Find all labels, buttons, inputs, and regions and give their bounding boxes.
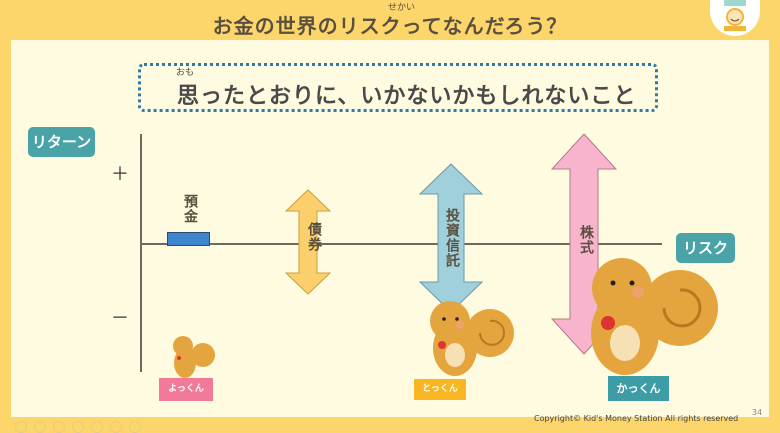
definition-text: 思ったとおりに、いかないかもしれないこと (177, 84, 637, 109)
deposit-label: 預金 (182, 194, 198, 224)
title-ruby: せかい (388, 3, 416, 13)
character-tag-kakkun: かっくん (608, 376, 669, 401)
copyright-text: Copyright© Kid's Money Station All right… (534, 414, 739, 423)
page-number: 34 (752, 408, 763, 417)
page-title: お金の世界のリスクってなんだろう？ (212, 14, 568, 38)
slide-controls[interactable] (15, 421, 141, 433)
grid-icon[interactable] (91, 421, 103, 433)
return-axis-label: リターン (28, 127, 95, 157)
next-icon[interactable] (110, 421, 122, 433)
definition-box: おも 思ったとおりに、いかないかもしれないこと (138, 63, 658, 112)
bond-arrow-icon (285, 189, 331, 295)
risk-axis-label: リスク (676, 233, 735, 263)
y-axis (140, 134, 142, 372)
search-icon[interactable] (72, 421, 84, 433)
character-tag-tokkun: とっくん (414, 379, 466, 400)
deposit-bar (167, 232, 210, 246)
prev-icon[interactable] (15, 421, 27, 433)
bond-label: 債券 (306, 222, 322, 252)
squirrel-medium-icon (430, 301, 514, 376)
title-bar: せかい お金の世界のリスクってなんだろう？ (0, 0, 780, 40)
squirrel-small-icon (173, 336, 215, 378)
minus-sign: － (111, 308, 129, 329)
plus-sign: ＋ (111, 164, 129, 185)
stock-label: 株式 (578, 225, 594, 255)
x-axis (140, 243, 662, 245)
squirrel-large-icon (591, 258, 718, 375)
note-ruby: おも (176, 68, 195, 78)
pen-icon[interactable] (34, 421, 46, 433)
investment-trust-label: 投資信託 (444, 208, 460, 268)
stock-arrow-icon (551, 133, 617, 355)
more-icon[interactable] (129, 421, 141, 433)
character-logo-icon (724, 0, 746, 31)
character-tag-yokkun: よっくん (159, 378, 213, 401)
zoom-icon[interactable] (53, 421, 65, 433)
